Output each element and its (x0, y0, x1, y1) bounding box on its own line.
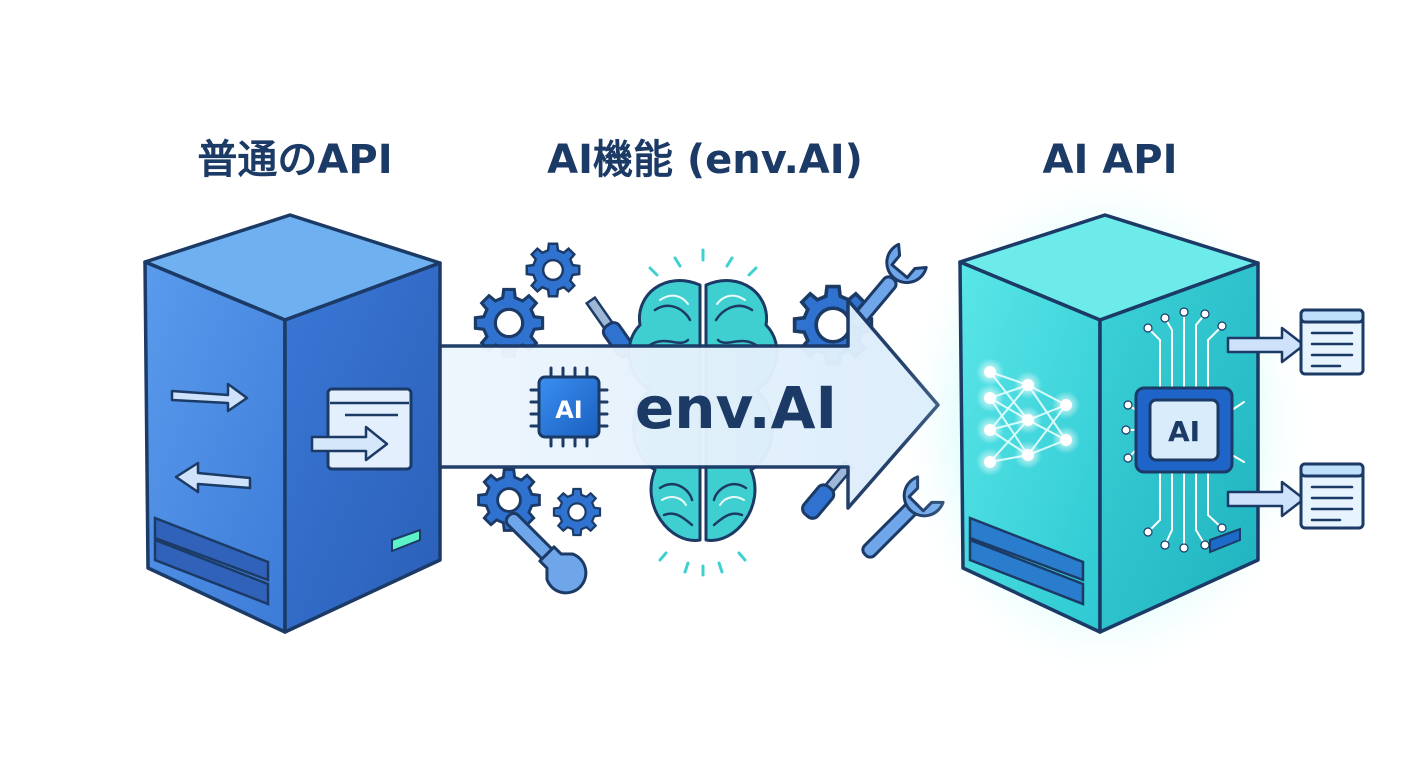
env-ai-label: env.AI (635, 374, 837, 442)
document-list-icon (1299, 462, 1365, 530)
gear-icon (525, 242, 581, 298)
gear-icon (473, 287, 545, 359)
ai-chip-icon: AI (529, 366, 609, 448)
wrench-icon (504, 511, 588, 595)
document-list-icon (1299, 308, 1365, 376)
gear-icon (552, 487, 602, 537)
arrow-right-icon (1226, 480, 1306, 518)
arrow-right-icon (170, 382, 249, 413)
title-ai-feature: AI機能 (env.AI) (547, 137, 863, 183)
ai-api-server: AI (895, 165, 1315, 685)
gear-icon (477, 468, 541, 532)
regular-api-server (143, 213, 442, 634)
document-arrow-icon (310, 387, 413, 471)
server-chip-label: AI (1168, 415, 1200, 448)
neural-network-icon (976, 358, 1080, 476)
title-regular-api: 普通のAPI (197, 137, 393, 183)
arrow-right-icon (1226, 326, 1306, 364)
env-ai-arrow (438, 298, 940, 510)
circuit-icon (1125, 311, 1245, 549)
ai-chip-icon: AI (1134, 386, 1234, 474)
arrow-left-icon (174, 461, 252, 494)
arrow-chip-label: AI (555, 396, 583, 424)
